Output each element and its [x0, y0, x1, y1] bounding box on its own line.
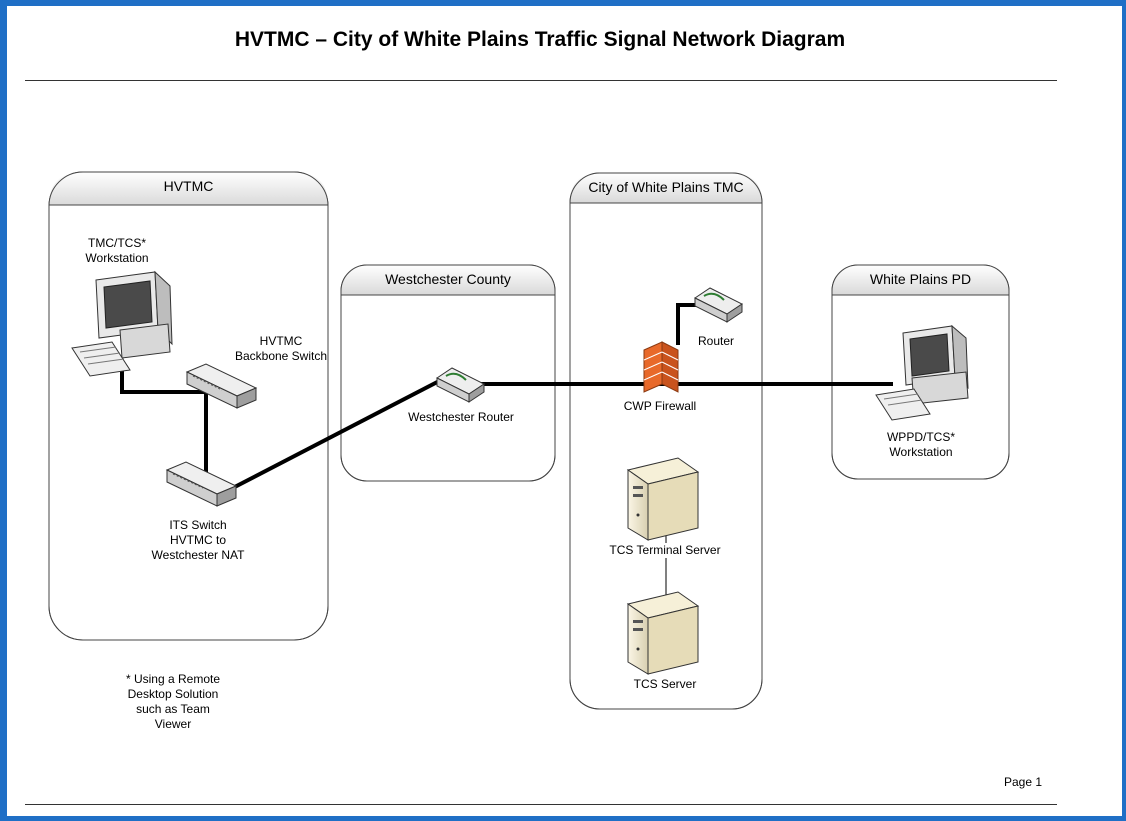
- tmc-workstation-label: TMC/TCS* Workstation: [85, 236, 149, 265]
- footnote: * Using a Remote Desktop Solution such a…: [125, 672, 221, 731]
- tcs-server-label: TCS Server: [633, 677, 697, 691]
- backbone-switch-label: HVTMC Backbone Switch: [234, 334, 328, 363]
- wppd-workstation-icon: [875, 324, 969, 421]
- its-switch-icon: [165, 461, 238, 507]
- its-switch-label: ITS Switch HVTMC to Westchester NAT: [151, 518, 245, 562]
- title-divider: [25, 80, 1057, 81]
- frame-top-border: [0, 0, 1126, 6]
- westchester-router-icon: [436, 367, 485, 403]
- firewall-label: CWP Firewall: [623, 399, 697, 413]
- network-links: [120, 303, 893, 600]
- router-icon: [694, 287, 743, 323]
- frame-right-border: [1122, 0, 1126, 821]
- firewall-icon: [643, 341, 679, 393]
- page-title: HVTMC – City of White Plains Traffic Sig…: [234, 28, 846, 51]
- computer-workstation-icon: [71, 270, 173, 377]
- terminal-server-label: TCS Terminal Server: [590, 543, 740, 558]
- westchester-router-label: Westchester Router: [408, 410, 514, 424]
- zone-title-hvtmc: HVTMC: [163, 178, 214, 194]
- page-number: Page 1: [1004, 775, 1043, 789]
- footer-divider: [25, 804, 1057, 805]
- zone-title-westchester: Westchester County: [385, 271, 511, 287]
- router-label: Router: [697, 334, 735, 348]
- wppd-workstation-label: WPPD/TCS* Workstation: [886, 430, 955, 459]
- frame-bottom-border: [0, 816, 1126, 821]
- backbone-switch-icon: [185, 363, 258, 409]
- frame-left-border: [0, 0, 7, 821]
- zone-title-city-tmc: City of White Plains TMC: [588, 179, 744, 195]
- tcs-server-icon: [626, 591, 700, 675]
- zone-title-wppd: White Plains PD: [869, 271, 972, 287]
- terminal-server-icon: [626, 457, 700, 541]
